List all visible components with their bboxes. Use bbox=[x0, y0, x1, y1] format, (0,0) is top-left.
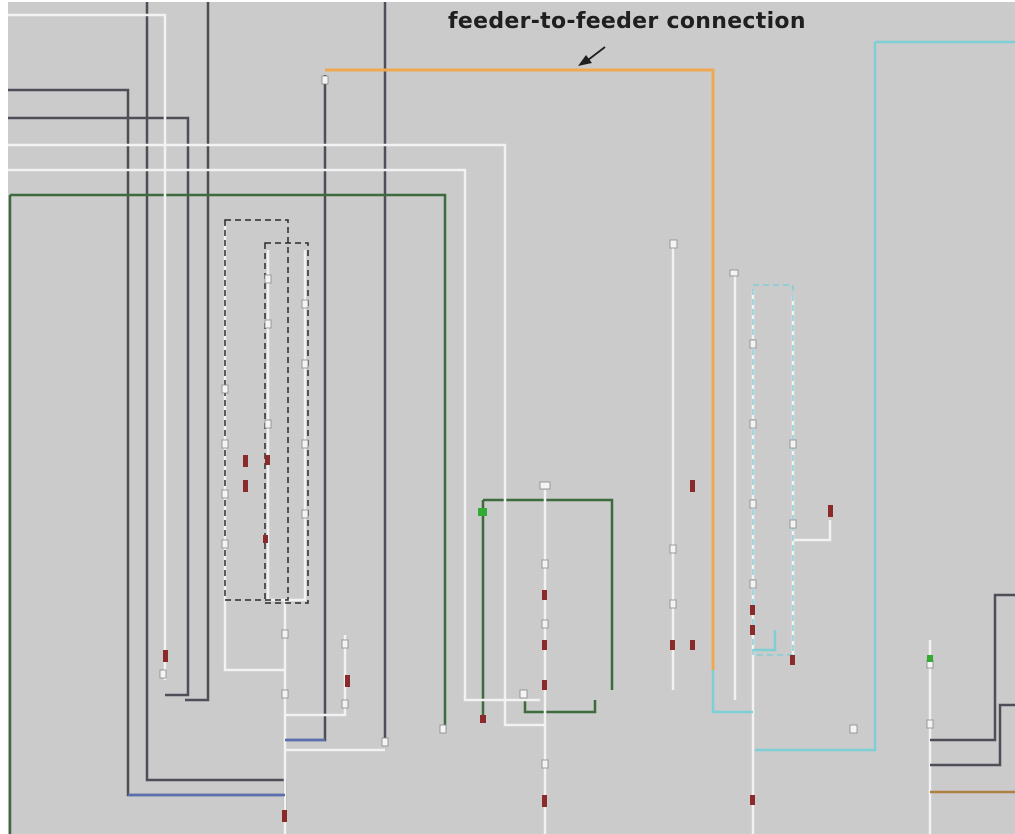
right-side-feeders bbox=[930, 593, 1015, 767]
nodes-light bbox=[159, 75, 934, 769]
nodes-green bbox=[478, 508, 933, 662]
nodes-red bbox=[163, 455, 833, 822]
cyan-dashed-loop bbox=[752, 284, 794, 656]
arrow-icon bbox=[578, 46, 606, 66]
feeder-connection-annotation: feeder-to-feeder connection bbox=[448, 9, 806, 34]
cyan-feeder-lines bbox=[711, 40, 1015, 752]
blue-segment bbox=[128, 738, 325, 797]
diagram-background bbox=[8, 2, 1015, 834]
green-feeder-lines bbox=[8, 193, 614, 834]
feeder-to-feeder-connection bbox=[325, 68, 715, 670]
